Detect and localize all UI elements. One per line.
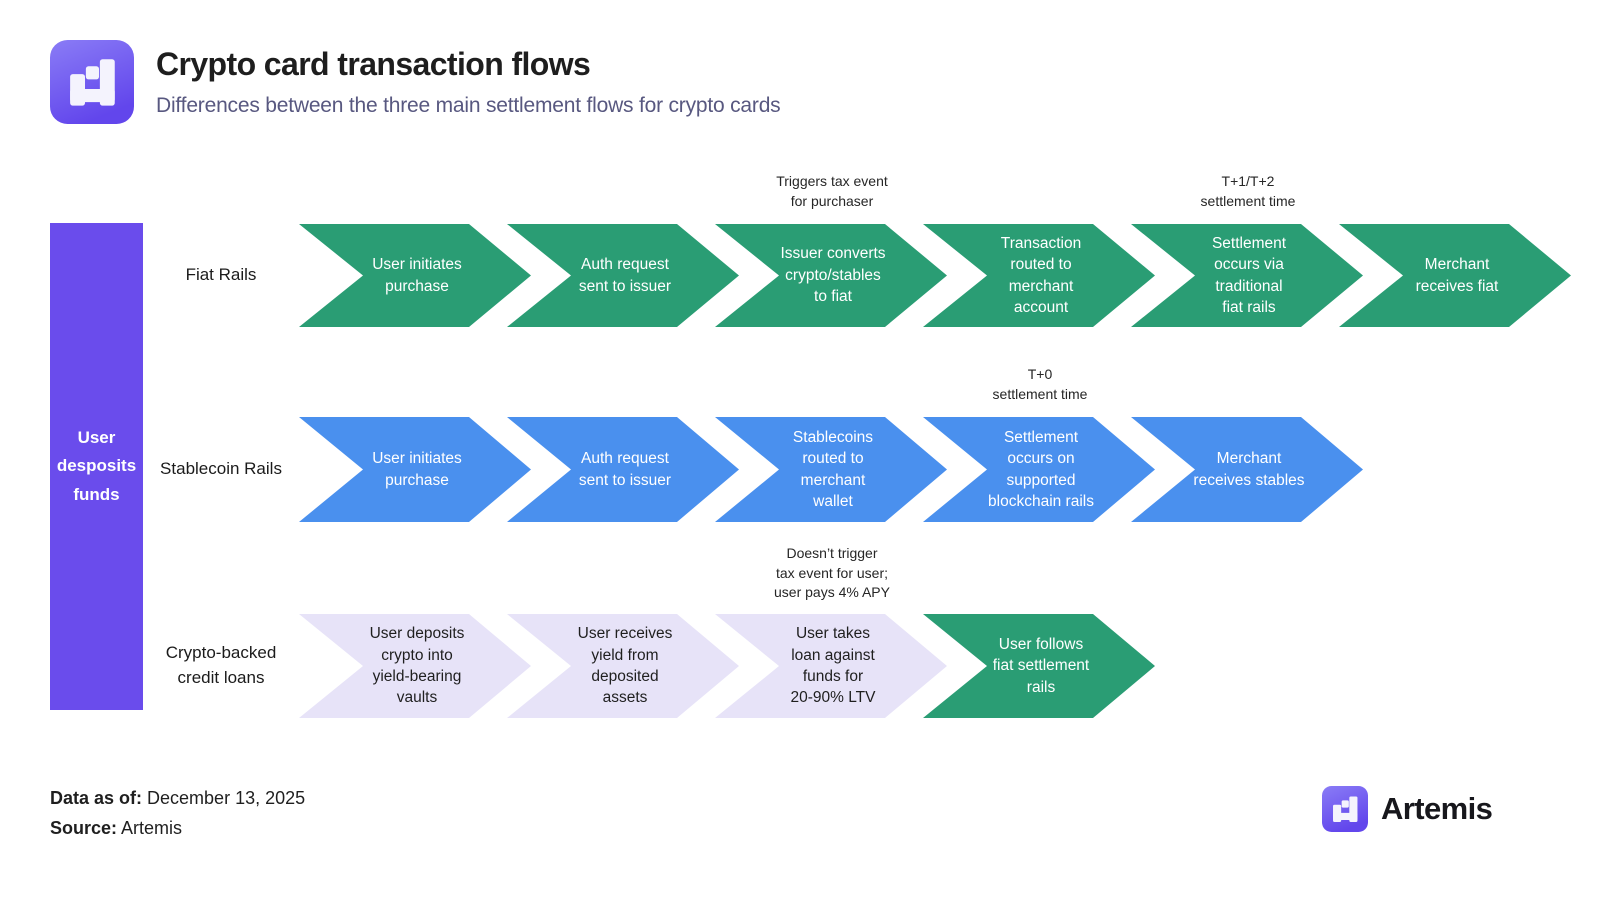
fiat-step-5: Settlement occurs via traditional fiat r… [1131,224,1363,327]
annotation-tax-event: Triggers tax event for purchaser [776,173,888,209]
stablecoin-step-1: User initiates purchase [299,417,531,522]
brand-lockup: Artemis [1322,786,1493,832]
row-label-stablecoin-rails: Stablecoin Rails [160,459,282,479]
source-value: Artemis [117,818,183,838]
user-deposits-bar: User desposits funds [50,223,143,710]
artemis-logo-icon [1322,786,1368,832]
loan-step-4: User follows fiat settlement rails [923,614,1155,718]
annotation-t1-t2-settlement: T+1/T+2 settlement time [1200,173,1296,209]
data-as-of-value: December 13, 2025 [142,788,306,808]
source-label: Source: [50,818,118,838]
loan-step-3: User takes loan against funds for 20-90%… [715,614,947,718]
page-title: Crypto card transaction flows [156,46,591,82]
fiat-step-4: Transaction routed to merchant account [923,224,1155,327]
stablecoin-step-2: Auth request sent to issuer [507,417,739,522]
annotation-t0-settlement: T+0 settlement time [992,366,1088,402]
loan-step-2: User receives yield from deposited asset… [507,614,739,718]
fiat-step-1: User initiates purchase [299,224,531,327]
data-as-of-line: Data as of: December 13, 2025 [50,783,305,813]
row-label-crypto-backed-credit-loans: Crypto-backed credit loans [165,643,277,687]
stablecoin-step-3: Stablecoins routed to merchant wallet [715,417,947,522]
row-label-fiat-rails: Fiat Rails [185,265,257,285]
source-line: Source: Artemis [50,813,305,843]
fiat-step-6: Merchant receives fiat [1339,224,1571,327]
artemis-logo-icon [50,40,134,124]
loan-step-1: User deposits crypto into yield-bearing … [299,614,531,718]
fiat-step-2: Auth request sent to issuer [507,224,739,327]
page-subtitle: Differences between the three main settl… [156,94,781,117]
footnote: Data as of: December 13, 2025 Source: Ar… [50,783,305,843]
stablecoin-step-5: Merchant receives stables [1131,417,1363,522]
stablecoin-step-4: Settlement occurs on supported blockchai… [923,417,1155,522]
annotation-no-tax-event-apy: Doesn’t trigger tax event for user; user… [774,545,890,601]
data-as-of-label: Data as of: [50,788,143,808]
fiat-step-3: Issuer converts crypto/stables to fiat [715,224,947,327]
brand-name: Artemis [1381,791,1493,826]
